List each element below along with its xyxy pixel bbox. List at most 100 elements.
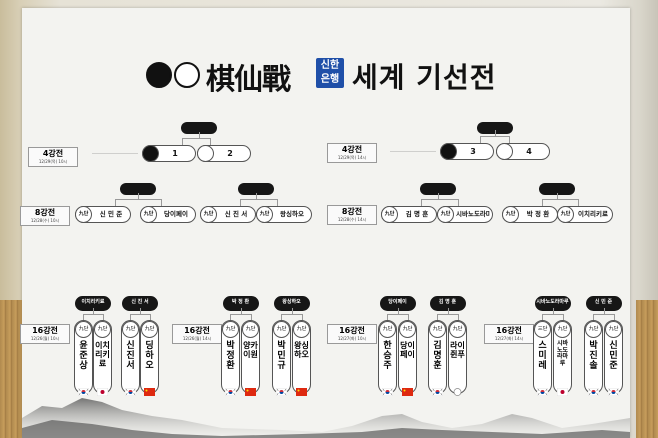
player-name: 양카이원	[243, 341, 258, 359]
bracket-line	[480, 136, 510, 144]
bracket-line	[199, 132, 200, 138]
bracket-line	[138, 193, 139, 199]
bracket-line	[542, 314, 564, 321]
japan-flag	[96, 381, 109, 397]
player-name: 박 정 환	[526, 210, 550, 218]
rank-badge: 九단	[449, 321, 466, 338]
player-name: 신진서	[126, 341, 135, 371]
round-name: 16강전	[339, 326, 365, 335]
final-slot-header	[477, 122, 513, 134]
rank-badge: 九단	[437, 206, 454, 223]
china-flag	[245, 381, 256, 396]
player-name: 박정환	[226, 341, 235, 371]
round-name: 4강전	[341, 145, 363, 154]
semifinal-slot[interactable]: 2	[197, 145, 251, 162]
round16-winner-header: 당이페이	[379, 296, 416, 311]
china-flag	[296, 381, 307, 396]
rank-badge: 九단	[75, 206, 92, 223]
sponsor-line-1: 신한	[320, 60, 340, 71]
player-name: 당이페이	[164, 210, 188, 218]
player-name: 스미레	[538, 341, 547, 371]
rank-badge: 九단	[94, 321, 111, 338]
rank-badge: 九단	[293, 321, 310, 338]
rank-badge: 九단	[222, 321, 239, 338]
rank-badge: 九단	[605, 321, 622, 338]
china-flag-icon	[296, 388, 307, 396]
semifinal-slot[interactable]: 4	[496, 143, 550, 160]
round-name: 16강전	[184, 326, 210, 335]
bracket-line	[593, 314, 615, 321]
korea-flag-icon	[381, 387, 394, 397]
semifinal-slot[interactable]: 3	[440, 143, 494, 160]
player-name: 시바노도라마루	[456, 210, 490, 218]
round-name: 16강전	[496, 326, 522, 335]
korea-flag	[381, 381, 394, 397]
player-name: 신 진 서	[224, 210, 248, 218]
japan-flag-icon	[556, 387, 569, 397]
black-stone-icon	[142, 145, 159, 162]
taiwan-flag	[452, 381, 463, 396]
bracket-line	[437, 314, 459, 321]
bracket-line	[421, 199, 459, 207]
player-name: 왕싱하오	[294, 341, 309, 359]
quarterfinal-winner-header	[420, 183, 456, 195]
korea-flag	[224, 381, 237, 397]
round-name: 16강전	[32, 326, 58, 335]
quarterfinal-winner-header	[539, 183, 575, 195]
korea-flag	[587, 381, 600, 397]
japan-flag	[556, 381, 569, 397]
round16-winner-header: 김 명 훈	[429, 296, 466, 311]
round16-winner-header: 신 민 준	[585, 296, 622, 311]
semifinal-slot[interactable]: 1	[142, 145, 196, 162]
korea-flag	[607, 381, 620, 397]
korea-flag	[124, 381, 137, 397]
rank-badge: 九단	[554, 321, 571, 338]
player-name: 이치리키료	[578, 210, 608, 218]
korea-flag	[536, 381, 549, 397]
quarterfinal-player[interactable]: 九단 이치리키료	[557, 206, 613, 223]
chinese-taipei-emblem-icon	[453, 388, 462, 396]
korea-flag-icon	[224, 387, 237, 397]
bracket-line	[438, 193, 439, 199]
player-name: 왕싱하오	[280, 210, 304, 218]
player-name: 한승주	[383, 341, 392, 371]
quarterfinal-winner-header	[120, 183, 156, 195]
bracket-line	[115, 199, 162, 207]
round16-winner-header: 왕싱하오	[273, 296, 310, 311]
rank-badge: 九단	[557, 206, 574, 223]
round-date: 12/29(목) 10시	[38, 159, 68, 164]
bracket-line	[552, 308, 554, 314]
rank-badge: 九단	[273, 321, 290, 338]
player-name: 라이쥔푸	[450, 341, 465, 359]
rank-badge: 九단	[141, 321, 158, 338]
bracket-line	[281, 314, 303, 321]
title-hanja: 棋仙戰	[206, 62, 291, 96]
rank-badge: 九단	[585, 321, 602, 338]
